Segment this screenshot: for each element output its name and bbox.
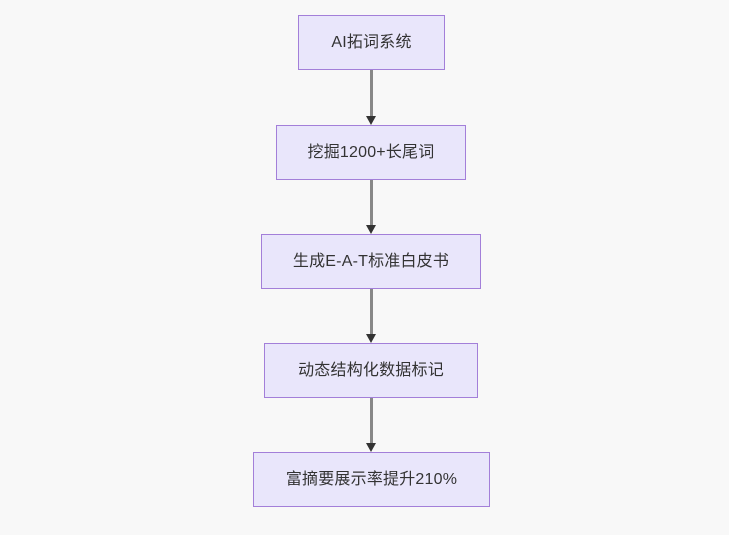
- flow-node-label: 动态结构化数据标记: [298, 361, 444, 379]
- flow-node-n2[interactable]: 挖掘1200+长尾词: [276, 125, 466, 180]
- edge-arrowhead-down-icon: [366, 334, 376, 343]
- flow-node-n3[interactable]: 生成E-A-T标准白皮书: [261, 234, 481, 289]
- edge-line: [369, 180, 373, 225]
- edge-arrowhead-down-icon: [366, 225, 376, 234]
- flow-node-label: 富摘要展示率提升210%: [285, 470, 458, 488]
- edge-line: [369, 70, 373, 116]
- flow-node-n4[interactable]: 动态结构化数据标记: [264, 343, 478, 398]
- flow-node-n5[interactable]: 富摘要展示率提升210%: [253, 452, 490, 507]
- edge-line: [369, 289, 373, 334]
- flow-node-label: 挖掘1200+长尾词: [307, 143, 435, 161]
- flow-node-n1[interactable]: AI拓词系统: [298, 15, 445, 70]
- flow-node-label: AI拓词系统: [331, 33, 412, 51]
- flow-node-label: 生成E-A-T标准白皮书: [292, 252, 450, 270]
- edge-arrowhead-down-icon: [366, 116, 376, 125]
- edge-arrowhead-down-icon: [366, 443, 376, 452]
- edge-line: [369, 398, 373, 443]
